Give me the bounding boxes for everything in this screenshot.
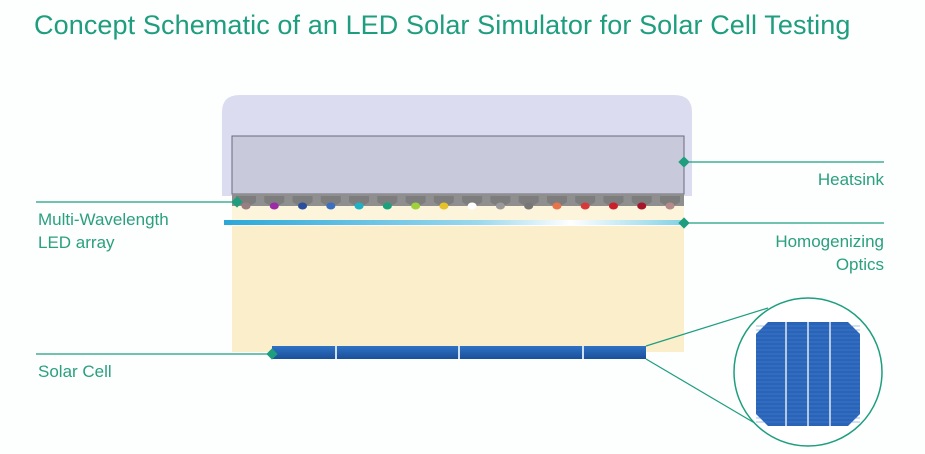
homogenizing-optics xyxy=(224,220,686,225)
led-emitter xyxy=(467,202,477,210)
led-housing xyxy=(433,196,454,206)
led-housing xyxy=(292,196,313,206)
led-emitter xyxy=(326,202,336,210)
led-strip xyxy=(232,194,684,206)
solar-cell-strip xyxy=(272,346,646,359)
led-housing xyxy=(546,196,567,206)
heatsink-label: Heatsink xyxy=(817,170,884,189)
led-emitter xyxy=(298,202,308,210)
led-array-label-line1: Multi-Wavelength xyxy=(38,210,169,229)
led-housing xyxy=(405,196,426,206)
led-housing xyxy=(490,196,511,206)
light-beam xyxy=(232,226,684,352)
led-housing xyxy=(660,196,680,206)
led-array-label: Multi-Wavelength LED array xyxy=(38,208,169,254)
optics-marker xyxy=(678,217,690,229)
led-emitter xyxy=(495,202,505,210)
page-title: Concept Schematic of an LED Solar Simula… xyxy=(34,10,851,40)
led-emitter xyxy=(241,202,251,210)
led-array-label-line2: LED array xyxy=(38,233,115,252)
led-housing xyxy=(377,196,398,206)
led-emitter xyxy=(354,202,364,210)
led-emitter xyxy=(269,202,279,210)
heatsink xyxy=(231,135,685,195)
led-emitter xyxy=(665,202,675,210)
led-housing xyxy=(264,196,285,206)
optics-label-line1: Homogenizing xyxy=(775,232,884,251)
optics-label-line2: Optics xyxy=(835,255,884,274)
heatsink-marker xyxy=(678,156,690,168)
led-array xyxy=(236,196,680,210)
led-emitter xyxy=(382,202,392,210)
led-housing xyxy=(631,196,652,206)
led-housing xyxy=(518,196,539,206)
led-emitter xyxy=(580,202,590,210)
led-emitter xyxy=(552,202,562,210)
solar-cell-label: Solar Cell xyxy=(38,362,112,381)
led-emitter xyxy=(637,202,647,210)
solar-cell-inset xyxy=(733,297,883,447)
led-emitter xyxy=(524,202,534,210)
led-housing xyxy=(575,196,596,206)
optics-label: Homogenizing Optics xyxy=(700,230,884,276)
led-emitter xyxy=(411,202,421,210)
led-marker xyxy=(231,196,243,208)
led-housing xyxy=(603,196,624,206)
led-emitter xyxy=(439,202,449,210)
solar-cell-marker xyxy=(266,348,278,360)
led-housing xyxy=(320,196,341,206)
led-housing xyxy=(349,196,370,206)
led-emitter xyxy=(608,202,618,210)
led-housing xyxy=(462,196,483,206)
